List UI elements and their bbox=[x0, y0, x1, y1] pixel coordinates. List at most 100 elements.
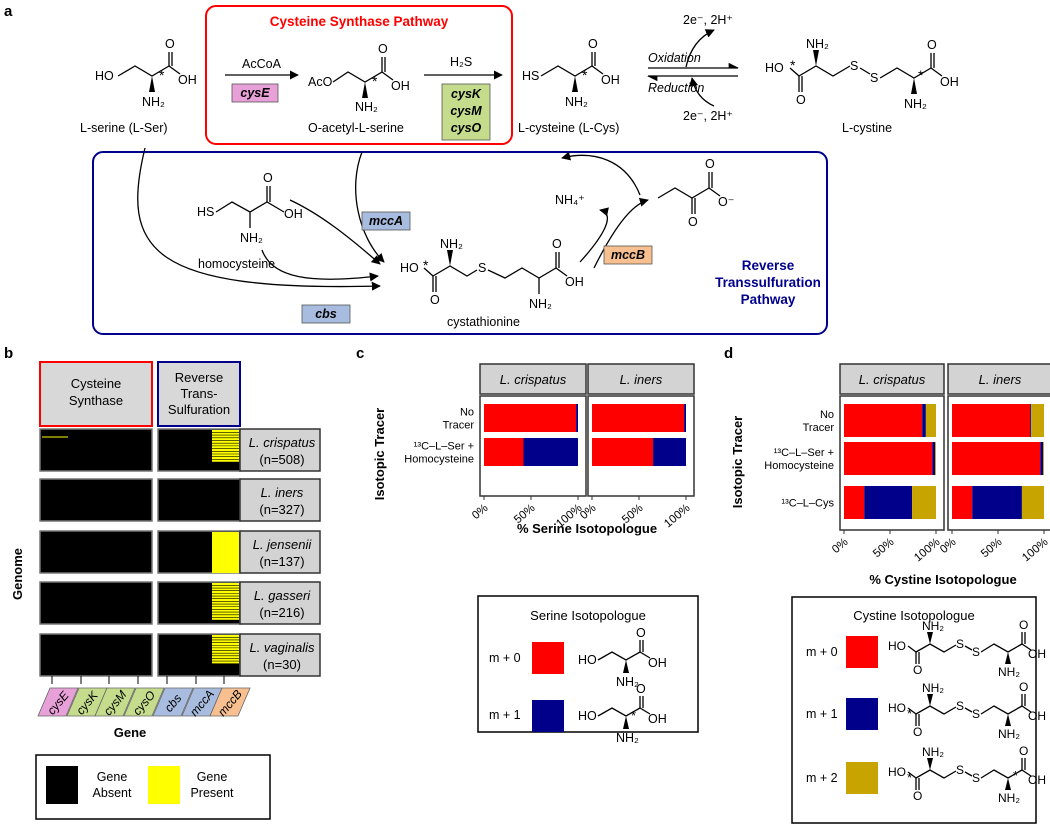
svg-text:O: O bbox=[913, 725, 922, 739]
cystine-legend-label: m + 1 bbox=[806, 707, 838, 721]
cystine-structure: HO O NH₂ * S S NH₂ O OH * bbox=[765, 37, 959, 111]
cystine-legend-swatch bbox=[846, 636, 878, 668]
organism-strip bbox=[239, 530, 321, 574]
x-tick-label: 50% bbox=[979, 536, 1004, 560]
stacked-bar-segment bbox=[844, 404, 923, 437]
svg-text:*: * bbox=[907, 706, 912, 721]
legend-present-swatch bbox=[148, 766, 180, 804]
hcy-hs: HS bbox=[197, 205, 214, 219]
stacked-bar-segment bbox=[1043, 442, 1044, 475]
legend-absent-2: Absent bbox=[93, 786, 132, 800]
svg-text:OH: OH bbox=[1028, 773, 1046, 787]
svg-text:NH₂: NH₂ bbox=[922, 619, 944, 633]
legend-present-2: Present bbox=[190, 786, 234, 800]
stacked-bar-segment bbox=[653, 438, 686, 466]
cysteine-to-cystathionine-arrow bbox=[355, 151, 385, 263]
mccB-present-band bbox=[212, 635, 239, 664]
mccB-box bbox=[603, 245, 653, 265]
panel-b-label: b bbox=[4, 345, 13, 362]
legend-present-1: Gene bbox=[197, 770, 228, 784]
rt-heatmap-row bbox=[157, 478, 241, 522]
svg-text:NH₂: NH₂ bbox=[922, 681, 944, 695]
acetylserine-label: O-acetyl-L-serine bbox=[308, 121, 404, 135]
serine-legend-structure-m1: HO O OH NH₂ * bbox=[578, 682, 667, 745]
category-label: Tracer bbox=[443, 420, 475, 432]
homocysteine-mccA-arrow bbox=[289, 199, 381, 265]
facet-header bbox=[947, 363, 1050, 395]
serine-legend-m0-swatch bbox=[532, 642, 564, 674]
hcy-oh: OH bbox=[284, 207, 303, 221]
electrons-in-arrow bbox=[689, 77, 715, 107]
category-label: ¹³C–L–Ser + bbox=[414, 441, 474, 453]
cs-heatmap-row bbox=[39, 633, 153, 677]
cysK-label: cysK bbox=[451, 87, 482, 101]
cys-star: * bbox=[582, 67, 588, 83]
stacked-bar-segment bbox=[952, 486, 973, 519]
homocysteine-structure: HS O OH NH₂ bbox=[197, 171, 303, 245]
serine-o: O bbox=[165, 37, 175, 51]
cystine-ho: HO bbox=[765, 61, 784, 75]
svg-text:O: O bbox=[1019, 680, 1028, 694]
svg-text:*: * bbox=[631, 708, 636, 723]
serine-nh2: NH₂ bbox=[142, 95, 165, 109]
svg-text:OH: OH bbox=[648, 656, 667, 670]
organism-count: (n=30) bbox=[263, 657, 301, 672]
panel-d-label: d bbox=[724, 345, 733, 362]
x-tick-label: 0% bbox=[830, 536, 850, 556]
kb-ominus: O⁻ bbox=[718, 195, 734, 209]
svg-text:OH: OH bbox=[648, 712, 667, 726]
cysta-nh2-1: NH₂ bbox=[440, 237, 463, 251]
cysO-label: cysO bbox=[451, 121, 482, 135]
gene-axis-label: Gene bbox=[114, 725, 147, 740]
svg-text:O: O bbox=[1019, 744, 1028, 758]
cys-nh2: NH₂ bbox=[565, 95, 588, 109]
stacked-bar-segment bbox=[925, 404, 936, 437]
reverse-transsulfuration-box bbox=[92, 151, 828, 335]
cystine-legend-box bbox=[791, 596, 1037, 824]
svg-text:NH₂: NH₂ bbox=[998, 665, 1020, 679]
cystine-o2: O bbox=[927, 38, 937, 52]
electrons-top: 2e⁻, 2H⁺ bbox=[683, 13, 733, 27]
cystine-nh2-1: NH₂ bbox=[806, 37, 829, 51]
facet-header bbox=[839, 363, 945, 395]
ketobutyrate-structure: O O O⁻ bbox=[657, 157, 734, 229]
serine-legend-title: Serine Isotopologue bbox=[530, 608, 646, 623]
cys-o: O bbox=[588, 37, 598, 51]
stacked-bar-segment bbox=[1040, 442, 1044, 475]
svg-text:HO: HO bbox=[888, 701, 906, 715]
svg-text:OH: OH bbox=[1028, 709, 1046, 723]
category-label: No bbox=[460, 407, 474, 419]
serine-legend-structure-m0: HO O OH NH₂ bbox=[578, 626, 667, 689]
organism-count: (n=137) bbox=[259, 554, 304, 569]
cs-heatmap-row bbox=[39, 428, 153, 472]
reverse-title-3: Pathway bbox=[741, 292, 796, 307]
serine-legend-m1: m + 1 bbox=[489, 708, 521, 722]
ammonium-release-arrow bbox=[579, 207, 609, 263]
facet-header bbox=[479, 363, 587, 395]
kb-o1: O bbox=[688, 215, 698, 229]
stacked-bar-segment bbox=[972, 486, 1022, 519]
stacked-bar-segment bbox=[952, 404, 1031, 437]
serine-oh: OH bbox=[178, 73, 197, 87]
svg-text:O: O bbox=[1019, 618, 1028, 632]
c-ylabel: Isotopic Tracer bbox=[372, 408, 387, 500]
hcy-o: O bbox=[263, 171, 273, 185]
category-label: Homocysteine bbox=[764, 460, 834, 472]
svg-text:OH: OH bbox=[1028, 647, 1046, 661]
serine-legend-m0: m + 0 bbox=[489, 651, 521, 665]
svg-text:S: S bbox=[972, 771, 980, 785]
header-rt-line2: Trans- bbox=[180, 386, 217, 401]
svg-text:O: O bbox=[636, 626, 646, 640]
mccA-box bbox=[361, 211, 411, 231]
header-cs-line1: Cysteine bbox=[71, 376, 122, 391]
x-tick-label: 100% bbox=[912, 536, 942, 564]
cystine-legend-label: m + 2 bbox=[806, 771, 838, 785]
stacked-bar-segment bbox=[1021, 486, 1044, 519]
cystine-legend-swatch bbox=[846, 698, 878, 730]
gene-label-tag bbox=[123, 687, 165, 717]
stacked-bar-segment bbox=[932, 442, 936, 475]
x-tick-label: 0% bbox=[938, 536, 958, 556]
cysteine-structure: HS O OH NH₂ * bbox=[522, 37, 620, 109]
organism-name: L. iners bbox=[261, 485, 304, 500]
